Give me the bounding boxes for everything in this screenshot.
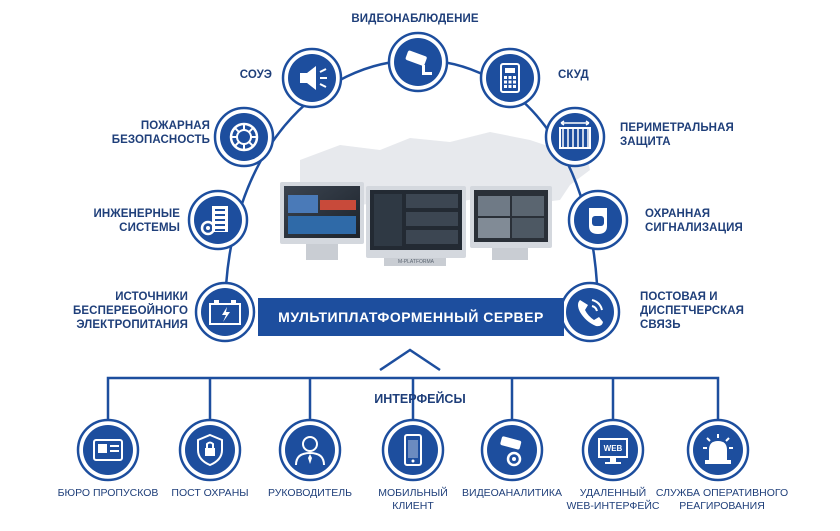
- cctv-camera-icon: [405, 50, 432, 75]
- web-icon-text: WEB: [604, 444, 623, 453]
- node-soue[interactable]: [281, 47, 343, 109]
- caret-connector: [379, 348, 441, 372]
- label-web: УДАЛЕННЫЙ WEB-ИНТЕРФЕЙС: [566, 487, 660, 512]
- label-analytics: ВИДЕОАНАЛИТИКА: [462, 487, 562, 499]
- label-manager: РУКОВОДИТЕЛЬ: [267, 487, 353, 499]
- interface-web[interactable]: WEB: [581, 418, 645, 482]
- node-fill: [388, 425, 438, 475]
- label-perimeter: ПЕРИМЕТРАЛЬНАЯ ЗАЩИТА: [620, 122, 734, 148]
- label-alarm: ОХРАННАЯ СИГНАЛИЗАЦИЯ: [645, 208, 743, 234]
- label-fire: ПОЖАРНАЯ БЕЗОПАСНОСТЬ: [111, 120, 210, 146]
- access-keypad-icon: [500, 63, 520, 93]
- node-fill: [588, 425, 638, 475]
- monitor-center: [366, 186, 466, 266]
- center-banner: МУЛЬТИПЛАТФОРМЕННЫЙ СЕРВЕР: [258, 298, 564, 336]
- node-fill: [487, 425, 537, 475]
- node-power[interactable]: [194, 281, 256, 343]
- id-card-icon: [93, 439, 123, 461]
- node-fill: [566, 288, 614, 336]
- label-badge: БЮРО ПРОПУСКОВ: [57, 487, 159, 499]
- monitor-left: [280, 182, 364, 260]
- interface-mobile[interactable]: [381, 418, 445, 482]
- camera-gear-icon: [500, 436, 522, 467]
- web-monitor-icon: WEB: [598, 438, 628, 464]
- battery-icon: [209, 300, 241, 325]
- interface-badge[interactable]: [76, 418, 140, 482]
- node-alarm[interactable]: [567, 189, 629, 251]
- fence-icon: [559, 120, 591, 149]
- node-fill: [83, 425, 133, 475]
- node-perimeter[interactable]: [544, 106, 606, 168]
- interfaces-tree: [106, 376, 720, 420]
- node-fill: [551, 113, 599, 161]
- shield-lock-icon: [197, 433, 223, 467]
- fire-detector-icon: [229, 122, 259, 152]
- monitor-brand: M-PLATFORMA: [398, 259, 435, 265]
- label-soue: СОУЭ: [239, 69, 272, 81]
- label-skud: СКУД: [558, 69, 589, 81]
- loudspeaker-icon: [300, 66, 327, 90]
- interfaces-title: ИНТЕРФЕЙСЫ: [374, 392, 466, 406]
- smartphone-icon: [404, 434, 422, 466]
- label-mobile: МОБИЛЬНЫЙ КЛИЕНТ: [378, 487, 448, 512]
- siren-icon: [703, 434, 733, 464]
- building-gear-icon: [200, 206, 228, 236]
- motion-sensor-icon: [589, 208, 607, 234]
- label-engineering: ИНЖЕНЕРНЫЕ СИСТЕМЫ: [93, 208, 180, 234]
- interface-manager[interactable]: [278, 418, 342, 482]
- monitor-right: [470, 186, 552, 260]
- label-response: СЛУЖБА ОПЕРАТИВНОГО РЕАГИРОВАНИЯ: [655, 487, 789, 512]
- interface-guard[interactable]: [178, 418, 242, 482]
- manager-icon: [295, 436, 325, 466]
- interface-analytics[interactable]: [480, 418, 544, 482]
- phone-icon: [578, 299, 603, 327]
- node-comms[interactable]: [559, 281, 621, 343]
- node-fill: [220, 113, 268, 161]
- label-video: ВИДЕОНАБЛЮДЕНИЕ: [351, 13, 479, 25]
- node-engineering[interactable]: [187, 189, 249, 251]
- node-skud[interactable]: [479, 47, 541, 109]
- interface-response[interactable]: [686, 418, 750, 482]
- label-guard: ПОСТ ОХРАНЫ: [171, 487, 249, 499]
- label-power: ИСТОЧНИКИ БЕСПЕРЕБОЙНОГО ЭЛЕКТРОПИТАНИЯ: [73, 291, 188, 331]
- label-comms: ПОСТОВАЯ И ДИСПЕТЧЕРСКАЯ СВЯЗЬ: [640, 291, 745, 331]
- node-fire[interactable]: [213, 106, 275, 168]
- node-video[interactable]: [387, 31, 449, 93]
